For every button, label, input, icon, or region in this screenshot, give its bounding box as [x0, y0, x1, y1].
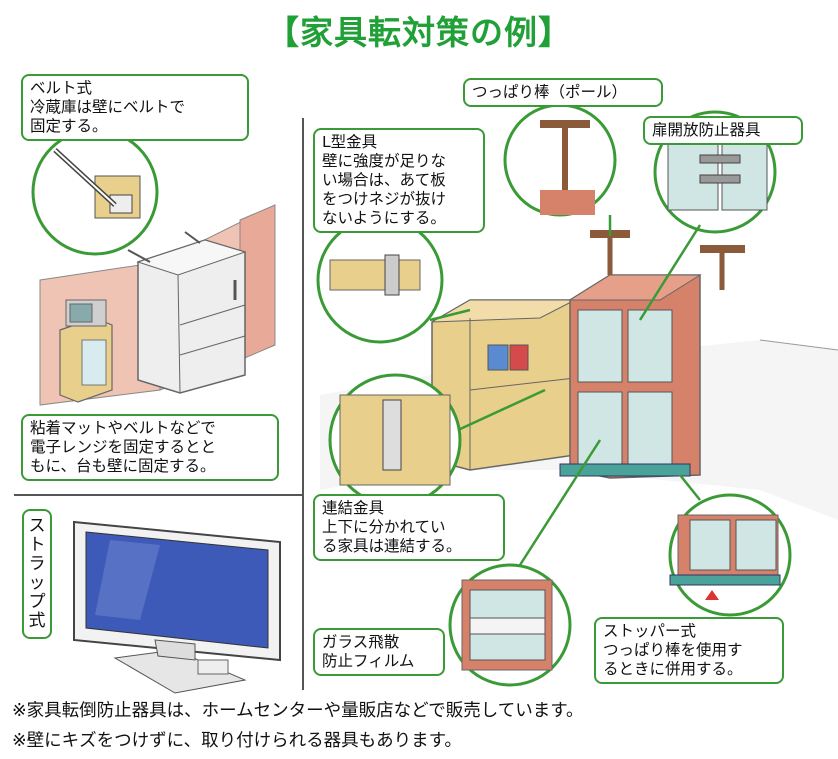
- film-callout: ガラス飛散 防止フィルム: [313, 628, 445, 676]
- lbracket-callout: L型金具 壁に強度が足りな い場合は、あて板 をつけネジが抜け ないようにする。: [313, 128, 485, 233]
- tv-scene: [73, 520, 281, 694]
- door-callout: 扉開放防止器具: [643, 116, 803, 145]
- mat-callout: 粘着マットやベルトなどで 電子レンジを固定するとと もに、台も壁に固定する。: [21, 414, 279, 481]
- belt-callout: ベルト式 冷蔵庫は壁にベルトで 固定する。: [21, 74, 249, 141]
- footnote-1: ※家具転倒防止器具は、ホームセンターや量販店などで販売しています。: [12, 701, 584, 721]
- strap-callout: ストラップ式: [22, 509, 52, 639]
- cabinet-scene: [316, 103, 838, 687]
- fridge-scene: [31, 128, 276, 406]
- footnotes: ※家具転倒防止器具は、ホームセンターや量販店などで販売しています。 ※壁にキズを…: [12, 696, 832, 756]
- footnote-2: ※壁にキズをつけずに、取り付けられる器具もあります。: [12, 731, 462, 751]
- pole-callout: つっぱり棒（ポール）: [463, 78, 663, 107]
- page-title: 【家具転対策の例】: [266, 13, 572, 52]
- joint-callout: 連結金具 上下に分かれてい る家具は連結する。: [313, 494, 505, 561]
- stopper-callout: ストッパー式 つっぱり棒を使用す るときに併用する。: [594, 617, 784, 684]
